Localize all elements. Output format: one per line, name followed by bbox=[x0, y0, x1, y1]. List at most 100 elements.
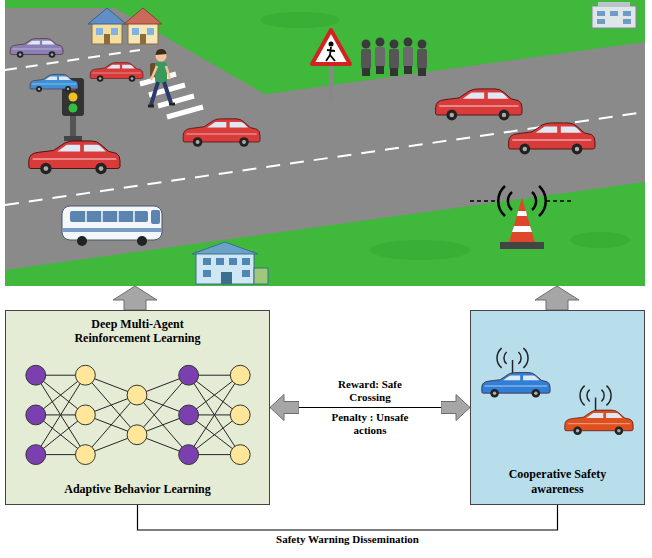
neural-network bbox=[179, 405, 199, 425]
warning-connector bbox=[138, 505, 558, 530]
radio-tower bbox=[512, 226, 532, 232]
feedback-connector bbox=[270, 407, 470, 408]
houses bbox=[124, 8, 162, 24]
connected-cars bbox=[580, 386, 611, 406]
houses bbox=[96, 28, 103, 35]
people-group bbox=[376, 66, 384, 74]
warning-sign bbox=[329, 62, 333, 102]
connected-cars bbox=[497, 348, 528, 368]
road bbox=[5, 8, 645, 270]
traffic-light bbox=[70, 114, 76, 138]
radio-tower bbox=[470, 200, 498, 202]
building bbox=[242, 258, 250, 265]
awareness-box: Cooperative Safety awareness bbox=[470, 310, 645, 505]
houses bbox=[92, 22, 122, 44]
neural-network bbox=[26, 365, 250, 464]
learning-box: Deep Multi-Agent Reinforcement LearningA… bbox=[5, 310, 270, 505]
office-building bbox=[592, 2, 636, 28]
neural-network bbox=[230, 365, 250, 385]
neural-network bbox=[127, 425, 147, 445]
pedestrian bbox=[148, 49, 175, 106]
neural-network bbox=[75, 444, 95, 464]
cars bbox=[10, 39, 63, 58]
people-group bbox=[361, 38, 427, 77]
houses bbox=[128, 22, 158, 44]
building bbox=[216, 258, 224, 265]
building bbox=[229, 258, 237, 265]
people-group bbox=[417, 49, 427, 69]
edge-label: Reward: Safe Crossing bbox=[318, 378, 422, 404]
neural-network bbox=[179, 444, 199, 464]
pedestrian bbox=[151, 82, 171, 105]
cars bbox=[29, 141, 120, 174]
office-building bbox=[597, 19, 605, 24]
warning-sign bbox=[326, 47, 335, 61]
neural-network bbox=[6, 351, 269, 479]
building bbox=[203, 270, 211, 277]
radio-tower bbox=[500, 242, 544, 249]
people-group bbox=[361, 49, 371, 69]
cars bbox=[10, 39, 595, 175]
building bbox=[242, 270, 250, 277]
grass-ground bbox=[260, 12, 340, 28]
pedestrian bbox=[156, 49, 167, 55]
building bbox=[192, 242, 268, 284]
neural-network bbox=[26, 444, 46, 464]
traffic-light bbox=[69, 104, 78, 113]
bus bbox=[62, 206, 162, 246]
people-group bbox=[362, 40, 371, 49]
penalty-label: Penalty : Unsafe actions bbox=[318, 411, 422, 437]
cars bbox=[30, 75, 78, 93]
people-group bbox=[418, 68, 426, 76]
office-building bbox=[623, 19, 631, 24]
building bbox=[221, 272, 232, 284]
people-group bbox=[376, 38, 385, 47]
connected-cars bbox=[512, 360, 513, 373]
up-arrow bbox=[113, 286, 157, 310]
people-group bbox=[418, 40, 427, 49]
edge-label: Safety Warning Dissemination bbox=[274, 533, 421, 546]
road bbox=[5, 42, 645, 270]
warning-sign bbox=[312, 30, 350, 102]
connected-cars bbox=[471, 317, 644, 464]
warning-sign bbox=[312, 30, 350, 64]
houses bbox=[132, 28, 139, 35]
building bbox=[196, 252, 254, 284]
houses bbox=[88, 8, 162, 44]
label-holder: Reward: Safe Crossing bbox=[318, 378, 422, 404]
bus bbox=[151, 210, 160, 224]
people-group bbox=[390, 40, 399, 49]
people-group bbox=[404, 66, 412, 74]
box-title: Deep Multi-Agent Reinforcement Learning bbox=[63, 317, 213, 346]
radio-tower bbox=[546, 200, 574, 202]
office-building bbox=[598, 2, 630, 7]
radio-tower bbox=[517, 211, 527, 216]
cars bbox=[183, 119, 260, 147]
office-building bbox=[623, 11, 631, 16]
cars bbox=[436, 89, 522, 121]
radio-tower bbox=[470, 186, 574, 249]
houses bbox=[104, 34, 110, 44]
neural-network bbox=[75, 405, 95, 425]
cars bbox=[90, 63, 143, 82]
warning-sign bbox=[329, 42, 334, 47]
connected-cars bbox=[565, 410, 633, 435]
people-group bbox=[390, 68, 398, 76]
bus bbox=[77, 236, 87, 246]
neural-network bbox=[230, 405, 250, 425]
traffic-light bbox=[69, 93, 78, 102]
pedestrian bbox=[151, 66, 170, 80]
office-building bbox=[610, 11, 618, 16]
houses bbox=[147, 28, 154, 35]
box-caption: Adaptive Behavior Learning bbox=[28, 482, 248, 496]
building bbox=[254, 268, 268, 284]
grass-ground bbox=[370, 240, 470, 260]
pedestrian bbox=[148, 104, 175, 106]
neural-network bbox=[36, 375, 240, 454]
office-building bbox=[592, 6, 636, 28]
people-group bbox=[403, 47, 413, 67]
road bbox=[5, 112, 645, 205]
grass-ground bbox=[5, 0, 645, 286]
label-holder: Safety Warning Dissemination bbox=[274, 533, 421, 546]
